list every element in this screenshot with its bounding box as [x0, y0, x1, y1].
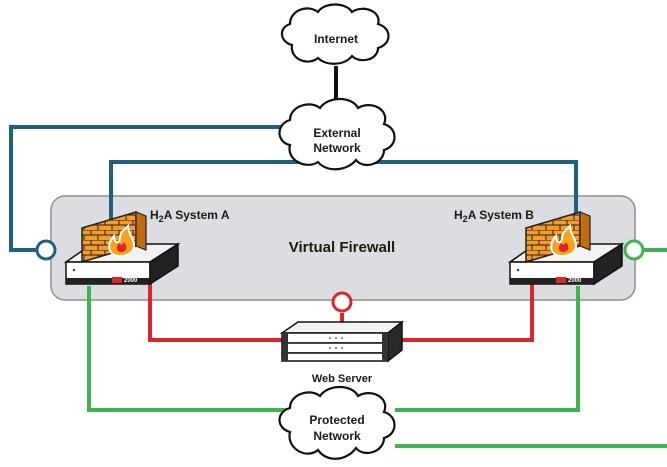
- system-b-model-badge: 2000: [568, 278, 582, 284]
- system-b-label: H2A System B: [454, 208, 534, 224]
- protected-network-cloud: Protected Network: [278, 385, 396, 460]
- system-a-firewall-icon: [81, 210, 147, 264]
- system-a-label: H2A System A: [150, 208, 230, 224]
- internal-link-system-a: [148, 282, 282, 342]
- system-a-model-badge: 2000: [124, 278, 138, 284]
- external-link-outer: [9, 125, 300, 252]
- port-internal-circle: [331, 291, 353, 313]
- web-server: [279, 320, 405, 363]
- internet-cloud-label: Internet: [314, 32, 358, 46]
- port-external-circle: [35, 239, 57, 261]
- port-protected-circle: [623, 239, 645, 261]
- external-network-label-line2: Network: [313, 141, 361, 155]
- external-network-cloud: External Network: [278, 97, 396, 171]
- virtual-firewall-label: Virtual Firewall: [289, 239, 395, 256]
- web-server-label: Web Server: [312, 373, 373, 385]
- external-link-system-b: [372, 160, 578, 230]
- external-network-label-line1: External: [313, 126, 360, 140]
- protected-link-system-a: [87, 286, 290, 412]
- internet-cloud: Internet: [280, 3, 390, 65]
- protected-network-label-line2: Network: [313, 429, 361, 443]
- external-link-system-a: [109, 160, 300, 235]
- system-b-firewall-icon: [525, 210, 591, 264]
- protected-link-system-b: [395, 286, 580, 412]
- internal-link-system-b: [400, 282, 534, 342]
- protected-network-label-line1: Protected: [309, 413, 364, 427]
